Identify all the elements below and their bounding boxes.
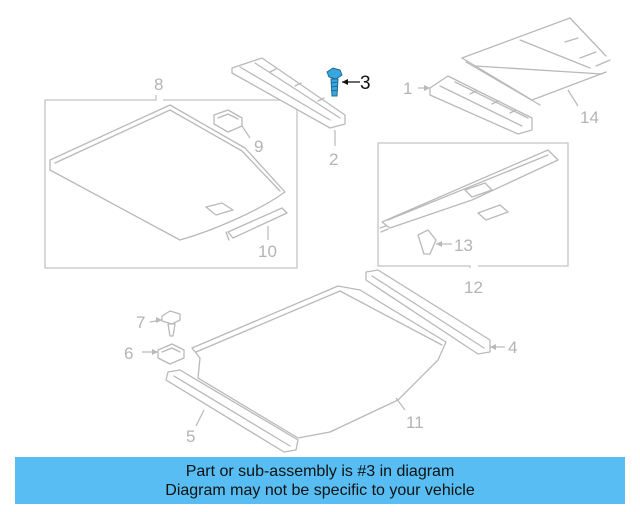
callout-6: 6 [124, 344, 133, 363]
callout-14: 14 [580, 108, 599, 127]
callout-7: 7 [136, 313, 145, 332]
cargo-net-part-14[interactable] [461, 17, 611, 106]
parts-diagram: 1 2 3 4 5 6 7 8 9 10 11 12 13 14 [44, 17, 611, 453]
callout-1: 1 [403, 79, 412, 98]
strip-part-4[interactable] [365, 269, 491, 355]
trim-panel-group [377, 142, 569, 268]
banner-line-1: Part or sub-assembly is #3 in diagram [185, 462, 455, 480]
cargo-cover-panel[interactable] [49, 104, 286, 241]
clip-part-13[interactable] [417, 229, 437, 255]
floor-mat-part-11[interactable] [191, 285, 447, 439]
callout-11: 11 [406, 413, 424, 432]
callout-12: 12 [464, 278, 483, 297]
banner-line-2: Diagram may not be specific to your vehi… [165, 481, 475, 499]
clip-part-6[interactable] [157, 343, 185, 365]
callout-2: 2 [329, 150, 338, 169]
callout-9: 9 [254, 137, 263, 156]
callout-4: 4 [508, 338, 517, 357]
callout-3: 3 [360, 73, 371, 94]
cargo-cover-strap[interactable] [225, 207, 288, 241]
trim-panel[interactable] [379, 149, 559, 233]
rail-part-2[interactable] [231, 57, 346, 129]
callout-10: 10 [258, 242, 277, 261]
cargo-cover-group [44, 95, 298, 269]
callout-5: 5 [186, 427, 195, 446]
bolt-part-3[interactable] [326, 67, 343, 97]
callout-8: 8 [154, 75, 163, 94]
strip-part-5[interactable] [165, 369, 299, 453]
part-info-banner: Part or sub-assembly is #3 in diagram Di… [15, 457, 625, 504]
callout-13: 13 [454, 236, 473, 255]
rail-part-1[interactable] [429, 75, 533, 135]
screw-part-7[interactable] [161, 310, 181, 337]
cargo-cover-clip[interactable] [213, 109, 243, 133]
